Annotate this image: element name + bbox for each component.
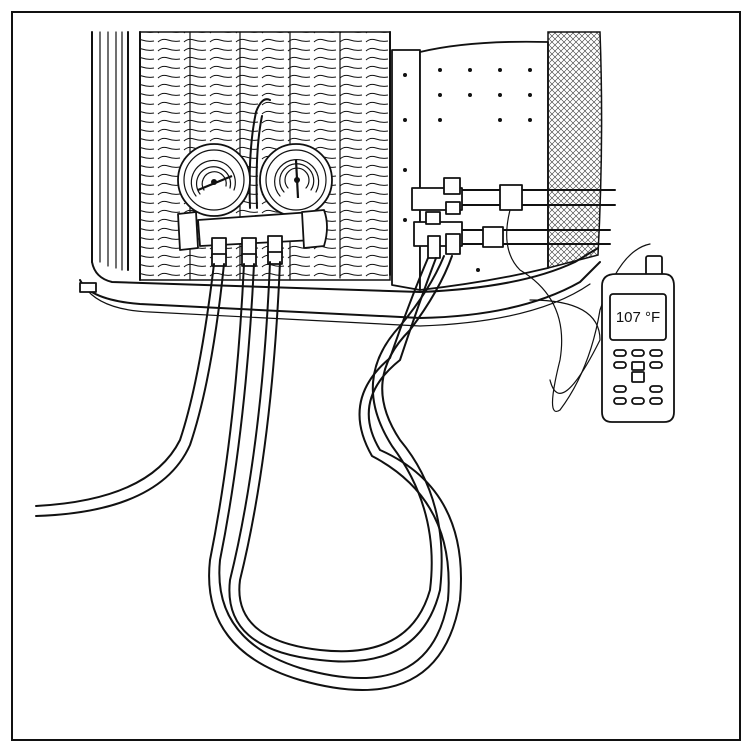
low-pressure-gauge xyxy=(177,143,251,217)
high-pressure-gauge xyxy=(259,143,333,217)
thermometer-display xyxy=(609,293,667,341)
condenser-coil xyxy=(547,31,603,269)
temperature-readout: 107 °F xyxy=(616,309,660,326)
manifold-gauge-set xyxy=(177,98,333,267)
refrigerant-lines xyxy=(459,184,616,248)
condenser-unit xyxy=(79,31,603,327)
low-side-knob xyxy=(177,211,199,251)
temperature-clamp xyxy=(499,184,523,211)
high-side-knob xyxy=(301,209,328,249)
digital-thermometer: 107 °F xyxy=(601,255,675,423)
thermometer-keypad xyxy=(613,349,663,405)
service-valves xyxy=(411,177,463,259)
illustration-frame xyxy=(11,11,741,741)
refrigeration-hoses xyxy=(35,255,462,691)
